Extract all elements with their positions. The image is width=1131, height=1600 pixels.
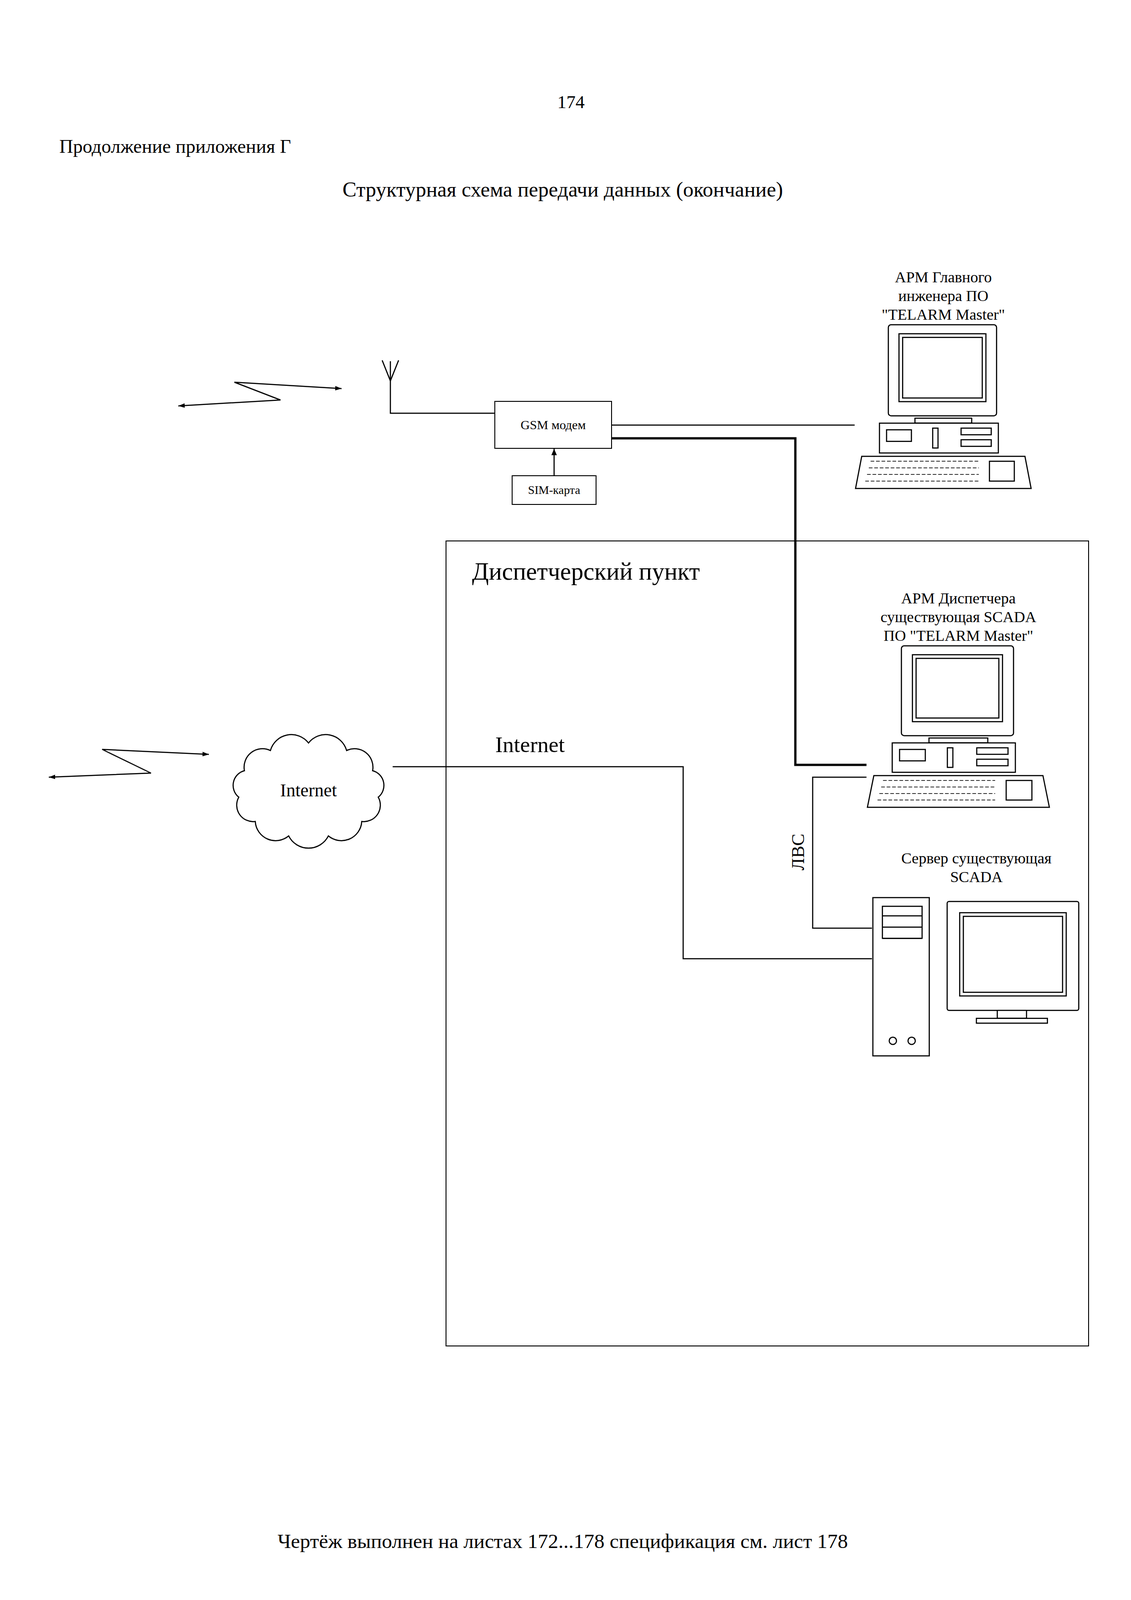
process-box: GSM модем	[494, 400, 613, 449]
drive-bay	[960, 428, 991, 436]
page-note: Продолжение приложения Г	[59, 134, 291, 158]
connector	[392, 766, 872, 959]
drive-bay	[960, 439, 991, 447]
keypad	[989, 461, 1015, 482]
drive-bay	[882, 926, 923, 928]
workstation-label: Сервер существующая SCADA	[901, 849, 1052, 887]
page-note: 174	[557, 91, 585, 114]
connector-label: ЛВС	[787, 830, 810, 874]
box-label: GSM модем	[520, 417, 587, 433]
drive-bay	[882, 906, 923, 939]
indicator	[907, 1036, 916, 1044]
drive-bay	[976, 759, 1009, 766]
monitor-base	[914, 418, 972, 424]
keyboard-keys	[877, 780, 996, 801]
system-unit	[879, 423, 999, 453]
indicator	[889, 1036, 897, 1044]
screen-inner	[902, 337, 983, 399]
monitor	[901, 645, 1014, 736]
workstation-node: АРМ Главного инженера ПО "TELARM Master"	[854, 268, 1033, 490]
connector	[553, 448, 556, 476]
antenna-symbol	[382, 360, 495, 414]
server-node: Сервер существующая SCADA	[871, 849, 1081, 1057]
area-heading: Диспетчерский пункт	[472, 556, 1089, 587]
connector	[812, 777, 872, 929]
keyboard	[867, 775, 1050, 808]
monitor-base	[928, 737, 988, 743]
keypad	[1006, 780, 1032, 801]
workstation-label: АРМ Диспетчера существующая SCADA ПО "TE…	[871, 589, 1046, 645]
unit-slot	[932, 428, 939, 449]
workstation-label: АРМ Главного инженера ПО "TELARM Master"	[863, 268, 1024, 324]
diagram-title: Структурная схема передачи данных (оконч…	[342, 176, 784, 203]
sim-card-box: SIM-карта	[511, 475, 597, 505]
server-icon	[872, 897, 1079, 1056]
workstation-icon	[855, 324, 1032, 489]
screen	[898, 333, 986, 402]
box-label: Internet	[280, 779, 337, 802]
workstation-node: АРМ Диспетчера существующая SCADA ПО "TE…	[866, 589, 1051, 809]
drive-bay	[976, 747, 1009, 755]
keyboard-keys	[865, 461, 979, 482]
monitor	[947, 901, 1080, 1011]
dispatch-room-frame: Диспетчерский пунктАРМ Диспетчера сущест…	[445, 540, 1090, 1347]
internet-cloud: Internet	[224, 729, 393, 852]
tower	[872, 897, 930, 1056]
screen	[959, 912, 1067, 997]
page-note: Чертёж выполнен на листах 172...178 спец…	[277, 1528, 849, 1554]
monitor-base	[976, 1017, 1048, 1023]
connector	[612, 424, 855, 426]
computer-picture	[866, 644, 1051, 809]
keyboard	[855, 456, 1032, 489]
screen-inner	[963, 916, 1063, 993]
unit-panel	[899, 749, 926, 762]
workstation-icon	[867, 645, 1050, 808]
monitor-neck	[997, 1010, 1027, 1019]
system-unit	[892, 742, 1016, 773]
connector-label: Internet	[492, 731, 568, 759]
radio-link-symbol	[178, 382, 342, 406]
screen	[912, 654, 1003, 722]
radio-link-symbol	[48, 749, 209, 778]
unit-slot	[947, 747, 953, 768]
server-picture	[871, 896, 1081, 1057]
box-label: SIM-карта	[528, 482, 581, 498]
monitor	[888, 324, 997, 416]
unit-panel	[886, 430, 912, 442]
connector	[612, 438, 867, 765]
computer-picture	[854, 323, 1033, 490]
drive-bay	[882, 914, 923, 917]
screen-inner	[916, 658, 999, 719]
cloud-shape	[233, 734, 384, 849]
